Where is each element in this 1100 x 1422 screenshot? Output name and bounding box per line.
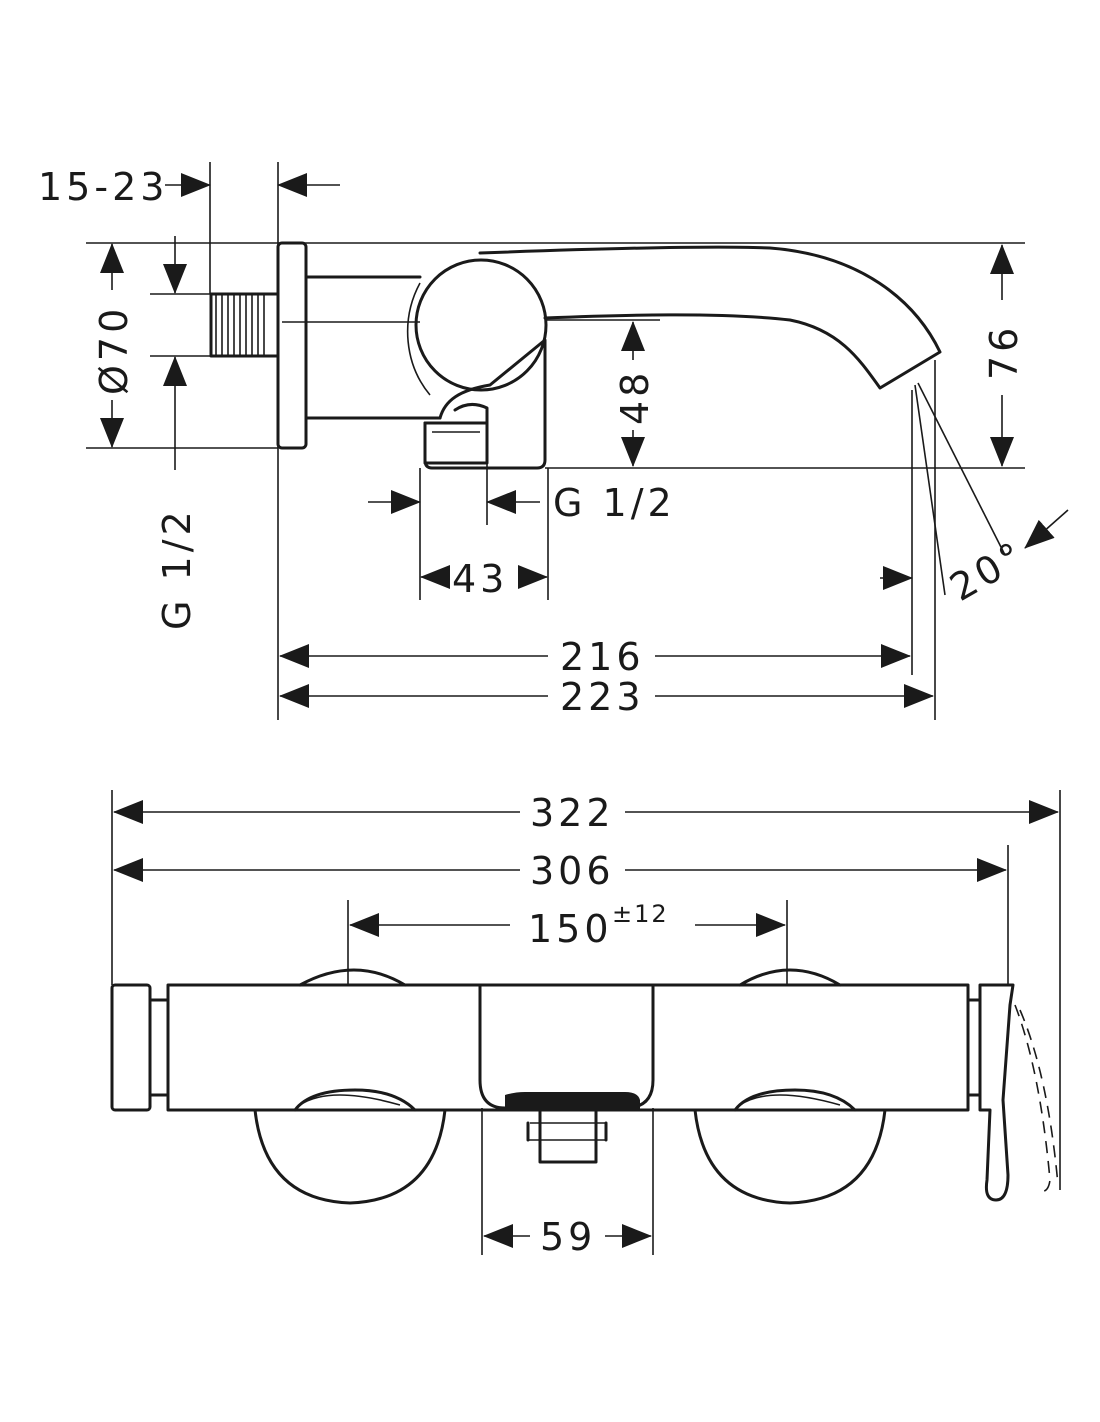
outlet-connector — [423, 403, 489, 465]
dim-width-43: 43 — [452, 557, 508, 601]
right-knob — [693, 1108, 887, 1205]
dim-thread-vertical: G 1/2 — [155, 507, 199, 630]
right-knob-top — [738, 968, 842, 987]
center-module — [478, 983, 655, 1110]
threaded-connector — [209, 292, 280, 358]
front-extension-lines — [111, 790, 1061, 1255]
dim-angle: 20° — [943, 532, 1034, 610]
thermostat-body — [166, 983, 970, 1112]
left-end-cap — [110, 983, 152, 1112]
spout — [478, 245, 942, 390]
outlet-nipple — [538, 1108, 598, 1164]
left-knob — [253, 1108, 447, 1205]
outlet-flange — [505, 1092, 640, 1110]
dim-width-306: 306 — [530, 849, 615, 893]
dim-centers-150: 150 — [528, 907, 613, 951]
diverter-lever — [978, 983, 1015, 1202]
dim-height-76: 76 — [982, 324, 1026, 380]
extension-lines — [86, 162, 1025, 720]
front-view: 322 306 150 ±12 59 — [110, 790, 1061, 1259]
side-view: 15-23 Ø70 G 1/2 48 76 G 1/2 43 20° 216 — [38, 162, 1069, 720]
dim-height-48: 48 — [613, 369, 657, 425]
dim-width-59: 59 — [540, 1215, 596, 1259]
mixer-body — [423, 338, 547, 470]
dim-wall-offset: 15-23 — [38, 165, 168, 209]
dim-thread-horizontal: G 1/2 — [553, 481, 676, 525]
dim-tolerance: ±12 — [612, 900, 669, 928]
lever-swing-path — [1014, 1004, 1051, 1193]
control-knob — [414, 258, 548, 392]
dim-projection-216: 216 — [560, 635, 645, 679]
left-knob-top — [298, 968, 407, 987]
wall-plate — [276, 241, 308, 450]
dim-projection-223: 223 — [560, 675, 645, 719]
mixer-arm — [304, 275, 442, 420]
dim-width-322: 322 — [530, 791, 615, 835]
dim-diameter: Ø70 — [92, 305, 136, 395]
